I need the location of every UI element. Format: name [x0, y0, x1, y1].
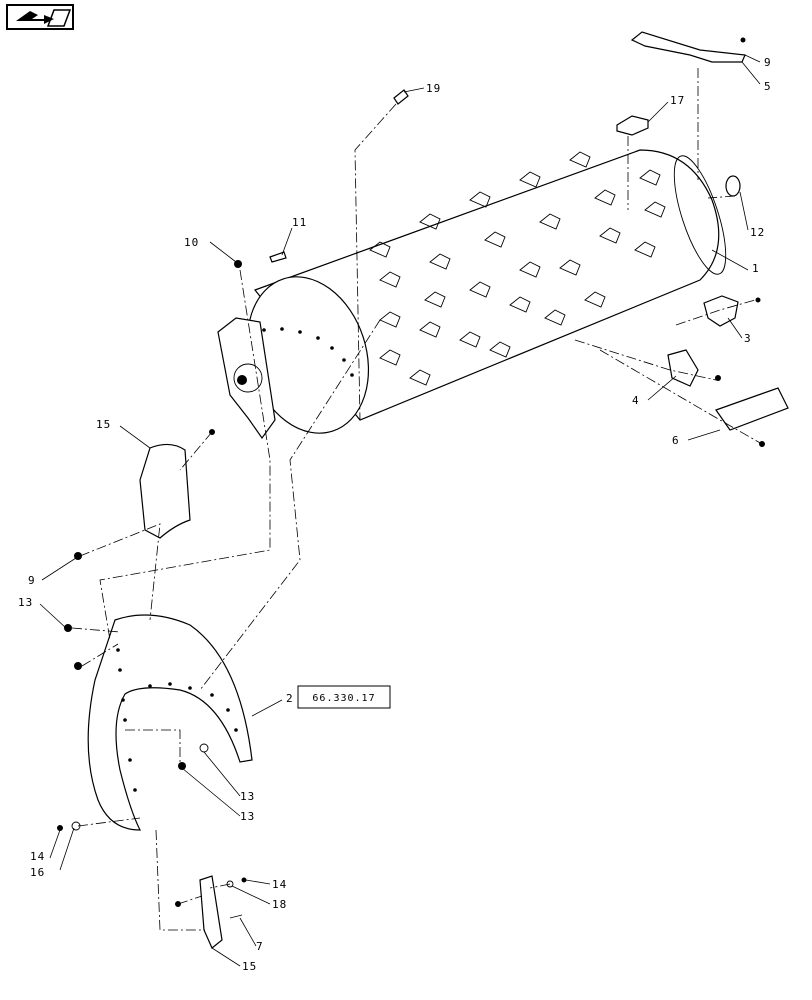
callout-6: 6 — [672, 434, 680, 447]
assembly-lines — [71, 68, 763, 931]
next-page-arrow-icon — [16, 9, 72, 27]
shield-part-15-lower — [199, 875, 223, 949]
tine-rows — [369, 151, 666, 386]
callout-15: 15 — [242, 960, 257, 973]
callout-13: 13 — [240, 810, 255, 823]
next-page-button[interactable] — [6, 4, 74, 30]
callout-9: 9 — [28, 574, 36, 587]
callout-3: 3 — [744, 332, 752, 345]
callout-14: 14 — [30, 850, 45, 863]
callout-9: 9 — [764, 56, 772, 69]
callout-12: 12 — [750, 226, 765, 239]
callout-10: 10 — [184, 236, 199, 249]
block-part-17 — [616, 115, 649, 136]
curved-shield-part-2 — [87, 614, 253, 831]
bolt-part-19 — [393, 89, 409, 105]
callout-7: 7 — [256, 940, 264, 953]
bracket-part-4 — [667, 349, 699, 387]
reference-label: 66.330.17 — [312, 693, 375, 704]
callout-15: 15 — [96, 418, 111, 431]
washer-part-12 — [725, 175, 741, 197]
callout-14: 14 — [272, 878, 287, 891]
bracket-part-3 — [703, 295, 739, 327]
callout-13: 13 — [240, 790, 255, 803]
callout-17: 17 — [670, 94, 685, 107]
reference-box[interactable]: 66.330.17 — [297, 685, 391, 709]
callout-18: 18 — [272, 898, 287, 911]
callout-5: 5 — [764, 80, 772, 93]
callout-11: 11 — [292, 216, 307, 229]
leader-lines — [39, 54, 761, 967]
blade-part-5 — [630, 31, 746, 63]
callout-2: 2 — [286, 692, 294, 705]
callout-19: 19 — [426, 82, 441, 95]
callout-16: 16 — [30, 866, 45, 879]
callout-4: 4 — [632, 394, 640, 407]
callout-labels: 19 17 9 5 12 1 11 10 3 4 6 15 9 13 2 13 … — [18, 56, 772, 973]
callout-13: 13 — [18, 596, 33, 609]
callout-1: 1 — [752, 262, 760, 275]
shield-part-15-upper — [139, 443, 191, 539]
pin-part-11 — [269, 251, 287, 263]
